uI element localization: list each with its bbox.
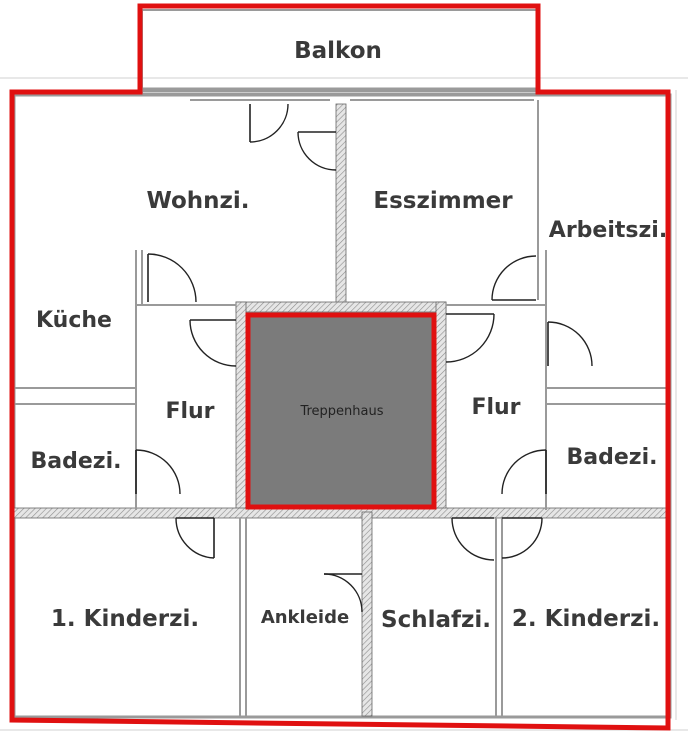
room-label-kueche: Küche — [36, 308, 112, 333]
room-label-flur-right: Flur — [471, 395, 520, 420]
room-label-balkon: Balkon — [294, 38, 382, 64]
room-label-treppenhaus: Treppenhaus — [299, 404, 383, 419]
stairwell-outline — [245, 312, 437, 510]
room-label-arbeitszimmer: Arbeitszi. — [549, 218, 667, 243]
room-label-kinderzimmer-1: 1. Kinderzi. — [51, 606, 199, 632]
stairwell — [248, 315, 434, 507]
room-label-esszimmer: Esszimmer — [373, 188, 513, 214]
partition-walls — [14, 99, 670, 716]
room-label-badezimmer-right: Badezi. — [567, 445, 658, 470]
room-label-ankleide: Ankleide — [261, 607, 349, 628]
room-label-kinderzimmer-2: 2. Kinderzi. — [512, 606, 660, 632]
apartment-outline — [9, 3, 671, 731]
room-label-wohnzimmer: Wohnzi. — [146, 188, 249, 214]
doors — [135, 103, 593, 613]
room-label-schlafzimmer: Schlafzi. — [381, 607, 491, 633]
room-label-badezimmer-left: Badezi. — [31, 449, 122, 474]
room-label-flur-left: Flur — [165, 399, 214, 424]
room-labels: Balkon Wohnzi. Esszimmer Arbeitszi. Küch… — [31, 38, 668, 633]
